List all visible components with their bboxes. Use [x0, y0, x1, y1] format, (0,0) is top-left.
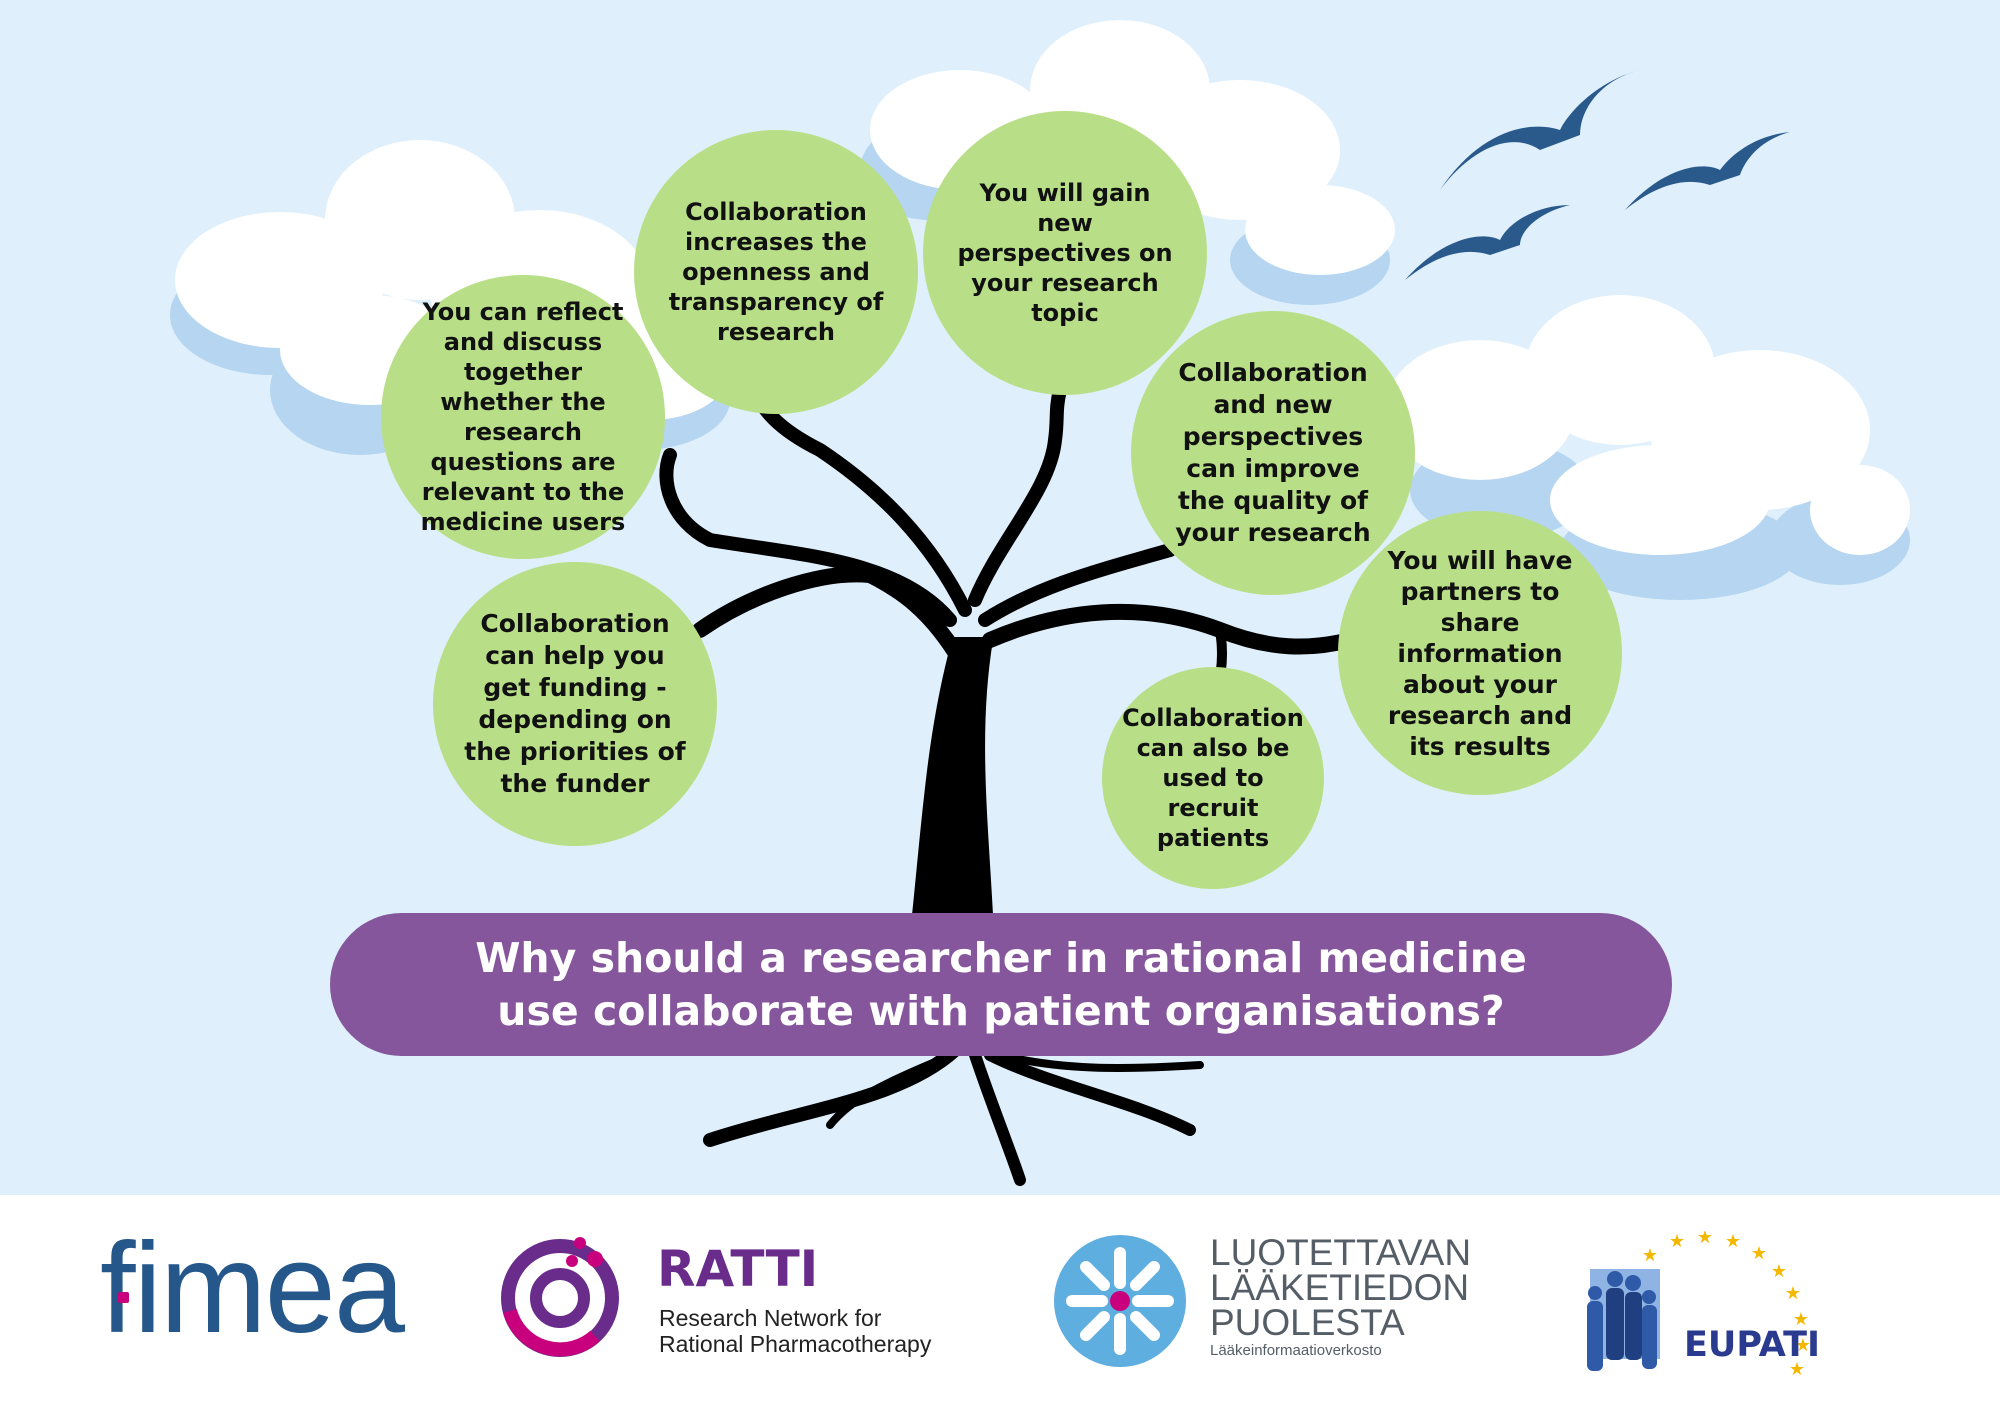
svg-text:★: ★: [1697, 1231, 1713, 1248]
svg-text:★: ★: [1669, 1231, 1685, 1252]
ratti-subtitle-line2: Rational Pharmacotherapy: [659, 1331, 932, 1357]
benefit-bubble-perspectives: You will gain new perspectives on your r…: [923, 111, 1207, 395]
eupati-logo-icon: ★★★★★★★★★★: [1587, 1231, 1811, 1380]
benefit-bubble-relevance: You can reflect and discuss together whe…: [381, 275, 665, 559]
svg-text:★: ★: [1795, 1335, 1811, 1356]
svg-text:★: ★: [1785, 1283, 1801, 1304]
footer-logos: fimea RATTI Research Network for Rationa…: [0, 1195, 2000, 1414]
cloud-right: [1385, 295, 1910, 600]
svg-text:★: ★: [1789, 1359, 1805, 1380]
svg-text:★: ★: [1771, 1261, 1787, 1282]
eu-stars-icon: ★★★★★★★★★★: [1642, 1231, 1811, 1380]
ratti-subtitle: Research Network for Rational Pharmacoth…: [659, 1305, 931, 1357]
svg-text:★: ★: [1642, 1245, 1658, 1266]
ratti-name: RATTI: [657, 1240, 819, 1298]
title-banner: Why should a researcher in rational medi…: [330, 913, 1672, 1056]
benefit-bubble-share-information: You will have partners to share informat…: [1338, 511, 1622, 795]
bird-icon: [1625, 132, 1790, 210]
bird-icon: [1405, 205, 1570, 280]
fimea-logo-dot: [118, 1292, 129, 1303]
svg-text:★: ★: [1725, 1231, 1741, 1252]
luotettavan-line2: LÄÄKETIEDON: [1210, 1267, 1470, 1308]
luotettavan-line3: PUOLESTA: [1210, 1302, 1405, 1343]
ratti-subtitle-line1: Research Network for: [659, 1305, 882, 1331]
people-icon: [1587, 1271, 1657, 1371]
tree: [659, 373, 1358, 1186]
birds: [1405, 70, 1790, 280]
ratti-logo-icon: [501, 1237, 619, 1357]
luotettavan-subtitle: Lääkeinformaatioverkosto: [1210, 1342, 1382, 1359]
benefit-bubble-quality: Collaboration and new perspectives can i…: [1131, 311, 1415, 595]
luotettavan-logo-icon: [1054, 1235, 1186, 1367]
benefit-bubble-openness: Collaboration increases the openness and…: [634, 130, 918, 414]
bird-icon: [1440, 70, 1640, 190]
luotettavan-line1: LUOTETTAVAN: [1210, 1232, 1472, 1273]
svg-text:★: ★: [1793, 1309, 1809, 1330]
eupati-name: EUPATI: [1684, 1325, 1821, 1365]
luotettavan-logo-text: LUOTETTAVAN LÄÄKETIEDON PUOLESTA Lääkein…: [1210, 1232, 1472, 1362]
fimea-logo: fimea: [100, 1217, 405, 1360]
page-title: Why should a researcher in rational medi…: [475, 933, 1527, 1035]
benefit-bubble-funding: Collaboration can help you get funding -…: [433, 562, 717, 846]
svg-text:★: ★: [1751, 1243, 1767, 1264]
benefit-bubble-recruit: Collaboration can also be used to recrui…: [1102, 667, 1324, 889]
